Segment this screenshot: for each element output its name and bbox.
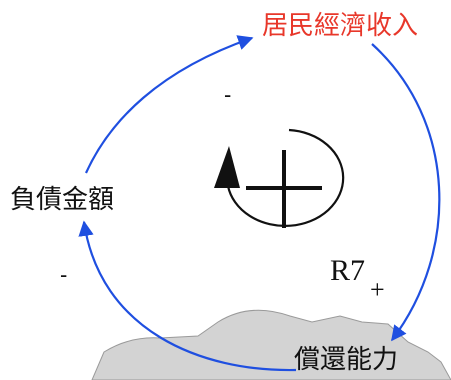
link-repay-to-debt	[78, 220, 297, 372]
loop-arrowhead-icon	[214, 146, 240, 188]
loop-plus-icon	[246, 150, 322, 228]
node-income-label: 居民經濟收入	[262, 11, 418, 41]
node-debt-label: 負債金額	[10, 185, 114, 215]
loop-circle-arrow	[226, 128, 345, 227]
polarity-debt-income: -	[224, 82, 231, 107]
polarity-repay-debt: -	[60, 262, 67, 287]
loop-id-label: R7	[330, 254, 365, 287]
link-debt-to-income	[84, 35, 254, 174]
link-income-to-repay	[371, 43, 441, 342]
background-cloud-shape	[91, 309, 451, 380]
node-repay-label: 償還能力	[294, 345, 398, 375]
loop-sign-label: +	[370, 275, 385, 304]
